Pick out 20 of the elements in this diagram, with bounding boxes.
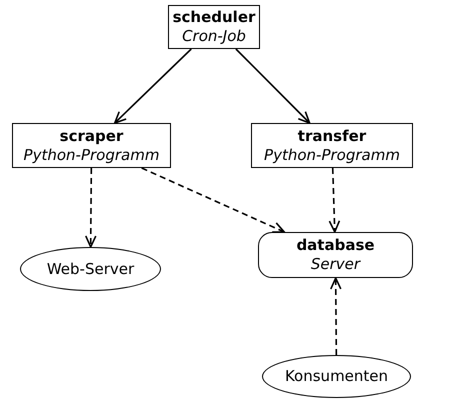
- node-subtitle: Server: [310, 255, 360, 274]
- arrow: [330, 277, 342, 355]
- arrow: [84, 168, 97, 248]
- arrow: [141, 167, 286, 233]
- node-subtitle: Python-Programm: [264, 146, 400, 164]
- arrow: [328, 168, 340, 233]
- node-title: transfer: [298, 126, 366, 146]
- node-subtitle: Python-Programm: [24, 146, 160, 164]
- node-subtitle: Cron-Job: [182, 27, 246, 46]
- node-title: scheduler: [172, 8, 256, 27]
- node-title: database: [296, 236, 375, 255]
- process-box: [12, 123, 171, 168]
- process-box: [251, 123, 413, 168]
- node-label: Konsumenten: [284, 367, 388, 386]
- arrow: [235, 48, 310, 124]
- node-label: Web-Server: [46, 260, 134, 278]
- process-box: [168, 5, 260, 49]
- arrow: [114, 48, 192, 124]
- node-title: scraper: [60, 126, 124, 146]
- rounded-box: [258, 232, 413, 278]
